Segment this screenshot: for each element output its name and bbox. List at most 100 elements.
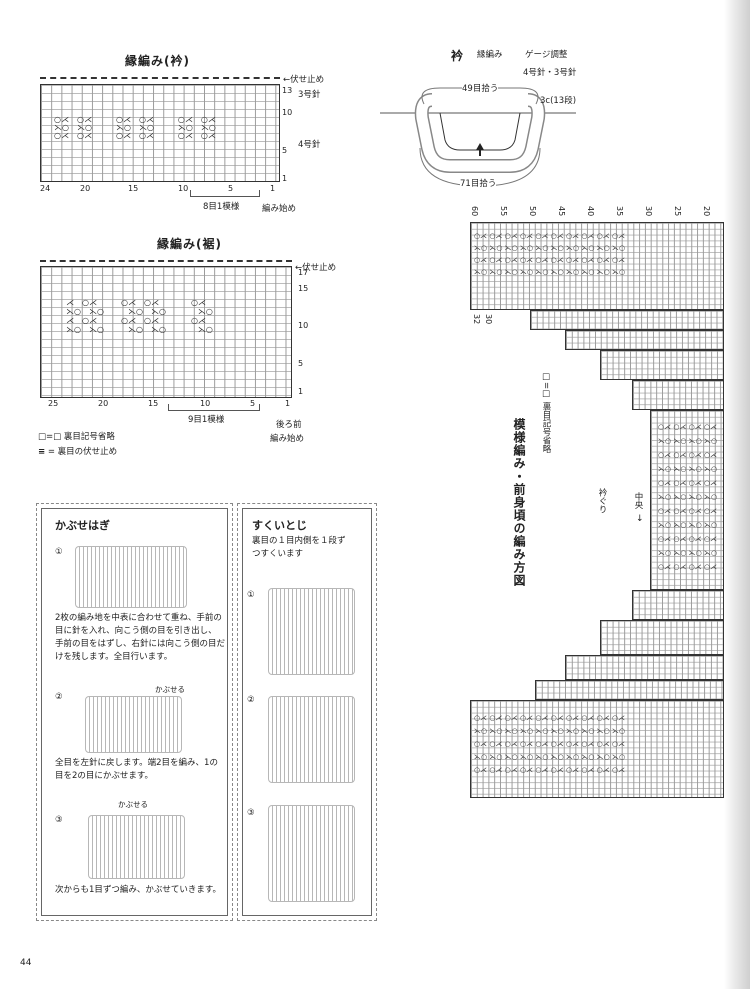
kabuse-step2-num: ② (55, 692, 63, 702)
front-upper-symbols: ○⋌ ○⋌ ○⋌ ○⋌ ○⋌ ○⋌ ○⋌ ○⋌ ○⋌ ○⋌ ⋋○ ⋋○ ⋋○ ⋋… (474, 232, 626, 276)
neck-pick-top: 49目拾う (462, 82, 499, 94)
collar-needle-top: 3号針 (298, 90, 321, 100)
front-side-32: 32 (472, 314, 481, 325)
front-col-45: 45 (557, 206, 566, 217)
front-chart-neck-step-1 (530, 310, 724, 330)
neck-gauge: ゲージ調整 (525, 50, 568, 60)
front-chart-neck-step-7 (565, 655, 724, 680)
front-col-40: 40 (586, 206, 595, 217)
neck-subtitle: 縁編み (477, 50, 503, 60)
collar-bindoff-marker (40, 77, 280, 79)
front-chart-upper-grid (470, 222, 724, 310)
kabuse-step2-label: かぶせる (155, 685, 185, 694)
front-col-60: 60 (470, 206, 479, 217)
hem-row-10: 10 (298, 321, 309, 330)
hem-bindoff-label: ←伏せ止め (295, 263, 337, 273)
hem-start-label-1: 後ろ前 (276, 420, 302, 430)
hem-start-label-2: 編み始め (270, 434, 305, 444)
front-center-symbols: ○⋌ ○⋌ ○⋌ ○⋌⋋○ ⋋○ ⋋○ ⋋○○⋌ ○⋌ ○⋌ ○⋌⋋○ ⋋○ ⋋… (658, 423, 718, 571)
collar-repeat-bracket (190, 190, 260, 197)
kabuse-step1-num: ① (55, 547, 63, 557)
front-col-50: 50 (528, 206, 537, 217)
neck-needles: 4号針・3号針 (523, 68, 577, 78)
legend-purl-omitted: □=□ 裏目記号省略 (38, 432, 115, 442)
hem-col-10: 10 (200, 399, 211, 408)
kabuse-step3-label: かぶせる (118, 800, 148, 809)
kabuse-box (36, 503, 233, 921)
collar-col-1: 1 (270, 184, 276, 193)
bindoff-symbol-icon: ≡ (38, 447, 46, 457)
collar-col-15: 15 (128, 184, 139, 193)
hem-col-5: 5 (250, 399, 256, 408)
hem-chart-grid (40, 266, 292, 398)
collar-needle-mid: 4号針 (298, 140, 321, 150)
hem-row-17: 17 (298, 268, 309, 277)
kabuse-step1-text: 2枚の編み地を中表に合わせて重ね、手前の目に針を入れ、向こう側の目を引き出し、手… (55, 613, 226, 662)
collar-row-13: 13 (282, 86, 293, 95)
hem-repeat-label: 9目1模様 (188, 415, 225, 425)
front-lower-symbols: ○⋌ ○⋌ ○⋌ ○⋌ ○⋌ ○⋌ ○⋌ ○⋌ ○⋌ ○⋌ ⋋○ ⋋○ ⋋○ ⋋… (474, 714, 626, 774)
collar-chart-title: 縁編み(衿) (125, 54, 190, 68)
page-edge-shadow (724, 0, 750, 989)
hem-chart-title: 縁編み(裾) (157, 237, 222, 251)
legend-purl-bindoff-text: = 裏目の伏せ止め (47, 447, 118, 457)
collar-start-label: 編み始め (262, 204, 297, 214)
hem-chart-symbols: ⋌ ○⋌ ○⋌ ○⋌ ○⋌ ⋋○ ⋋○ ⋋○ ⋋○ ⋋○ ⋌ ○⋌ ○⋌ ○⋌ … (66, 298, 213, 334)
front-col-25: 25 (673, 206, 682, 217)
collar-chart-grid (40, 84, 280, 182)
collar-bindoff-label: ←伏せ止め (283, 75, 325, 85)
hem-repeat-bracket (168, 404, 260, 411)
hem-bindoff-marker (40, 260, 292, 262)
front-side-30: 30 (484, 314, 493, 325)
collar-col-10: 10 (178, 184, 189, 193)
collar-chart-symbols: ○⋌ ○⋌ ○⋌ ○⋌ ○⋌ ○⋌ ⋋○ ⋋○ ⋋○ ⋋○ ⋋○ ⋋○ ○⋌ ○… (54, 115, 216, 140)
collar-repeat-label: 8目1模様 (203, 202, 240, 212)
collar-row-10: 10 (282, 108, 293, 117)
sukui-title: すくいとじ (252, 519, 307, 532)
kabuse-step3-text: 次からも1目ずつ編み、かぶせていきます。 (55, 885, 222, 895)
front-chart-center-column (650, 410, 724, 590)
hem-row-15: 15 (298, 284, 309, 293)
neck-diagram-svg (380, 87, 576, 187)
kabuse-title: かぶせはぎ (55, 519, 110, 532)
front-chart-neck-step-8 (535, 680, 724, 700)
front-col-55: 55 (499, 206, 508, 217)
kabuse-step3-num: ③ (55, 815, 63, 825)
sukui-step2-num: ② (247, 695, 255, 705)
hem-col-1: 1 (285, 399, 291, 408)
neck-pick-bottom: 71目拾う (460, 177, 497, 189)
front-col-30: 30 (644, 206, 653, 217)
front-col-35: 35 (615, 206, 624, 217)
kabuse-illustration-1 (75, 546, 187, 608)
sukui-illustration-3 (268, 805, 355, 902)
hem-row-1: 1 (298, 387, 304, 396)
front-chart-neck-step-6 (600, 620, 724, 655)
sukui-desc: 裏目の１目内側を１段ずつすくいます (252, 536, 346, 559)
front-chart-neck-step-3 (600, 350, 724, 380)
collar-row-5: 5 (282, 146, 288, 155)
kabuse-inner (41, 508, 228, 916)
front-col-20: 20 (702, 206, 711, 217)
hem-col-25: 25 (48, 399, 59, 408)
front-chart-title: 模様編み・前身頃の編み方図 (512, 418, 526, 587)
front-chart-neck-step-5 (632, 590, 724, 620)
sukui-illustration-1 (268, 588, 355, 675)
neck-side-label: 3c(13段) (540, 96, 577, 106)
hem-col-15: 15 (148, 399, 159, 408)
kabuse-step2-text: 全目を左針に戻します。端2目を編み、1の目を2の目にかぶせます。 (55, 758, 218, 781)
sukui-inner (242, 508, 372, 916)
neck-title: 衿 (451, 49, 465, 63)
kabuse-illustration-3 (88, 815, 185, 879)
page-number: 44 (20, 958, 32, 968)
sukui-step3-num: ③ (247, 808, 255, 818)
hem-row-5: 5 (298, 359, 304, 368)
sukui-box (237, 503, 377, 921)
front-chart-legend: □=□ 裏目記号省略 (541, 372, 551, 453)
center-arrow-icon: ↓ (636, 514, 644, 524)
front-chart-neck-step-4 (632, 380, 724, 410)
hem-col-20: 20 (98, 399, 109, 408)
legend-purl-bindoff: ≡ = 裏目の伏せ止め (38, 445, 117, 457)
kabuse-illustration-2 (85, 696, 182, 753)
front-chart-lower-grid (470, 700, 724, 798)
sukui-illustration-2 (268, 696, 355, 783)
